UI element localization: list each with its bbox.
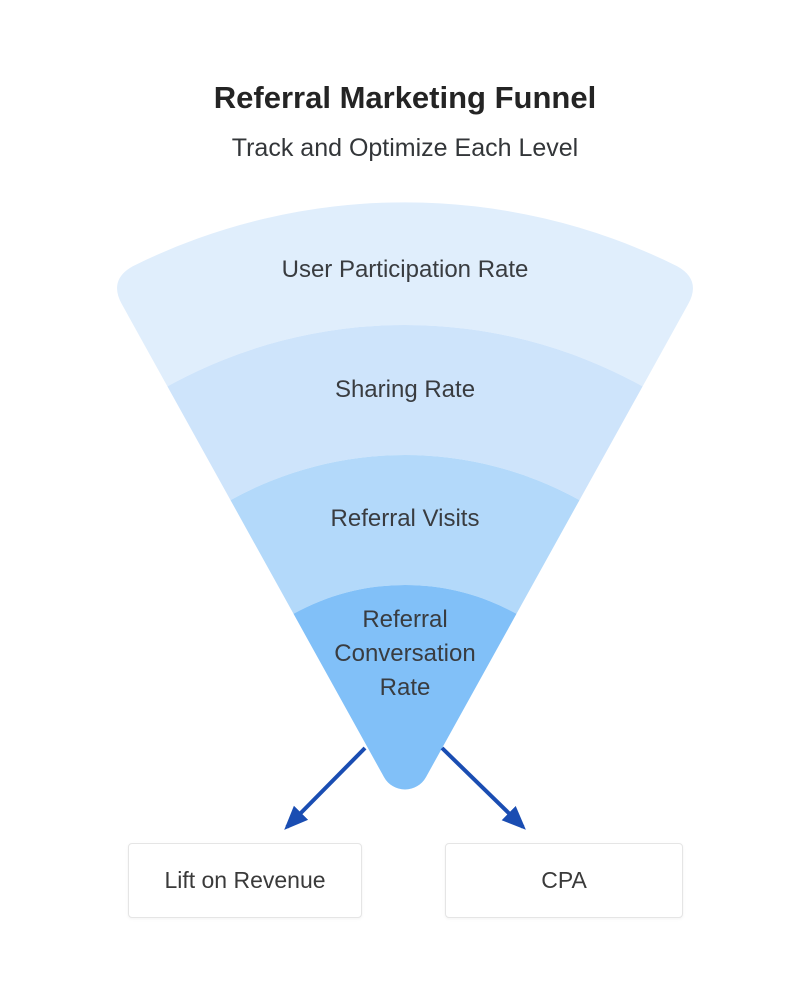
- funnel-level-4-label: Referral Conversation Rate: [334, 606, 476, 701]
- arrow-right: [440, 746, 526, 830]
- funnel-level-1-shape: [117, 202, 693, 387]
- page-title: Referral Marketing Funnel: [213, 80, 597, 115]
- page-subtitle: Track and Optimize Each Level: [231, 134, 579, 162]
- outcome-label-cpa: CPA: [541, 867, 587, 893]
- funnel-level-1-label: User Participation Rate: [281, 256, 529, 283]
- outcome-box-cpa: CPA: [445, 843, 683, 918]
- funnel-level-3-label: Referral Visits: [330, 505, 480, 532]
- outcome-label-lift-on-revenue: Lift on Revenue: [164, 867, 326, 893]
- funnel-level-2-shape: [167, 324, 643, 501]
- funnel-level-2-label: Sharing Rate: [334, 376, 476, 403]
- arrow-left: [284, 746, 367, 830]
- outcome-box-lift-on-revenue: Lift on Revenue: [128, 843, 362, 918]
- funnel-level-3-shape: [230, 454, 580, 614]
- funnel-level-4-shape: [293, 584, 517, 790]
